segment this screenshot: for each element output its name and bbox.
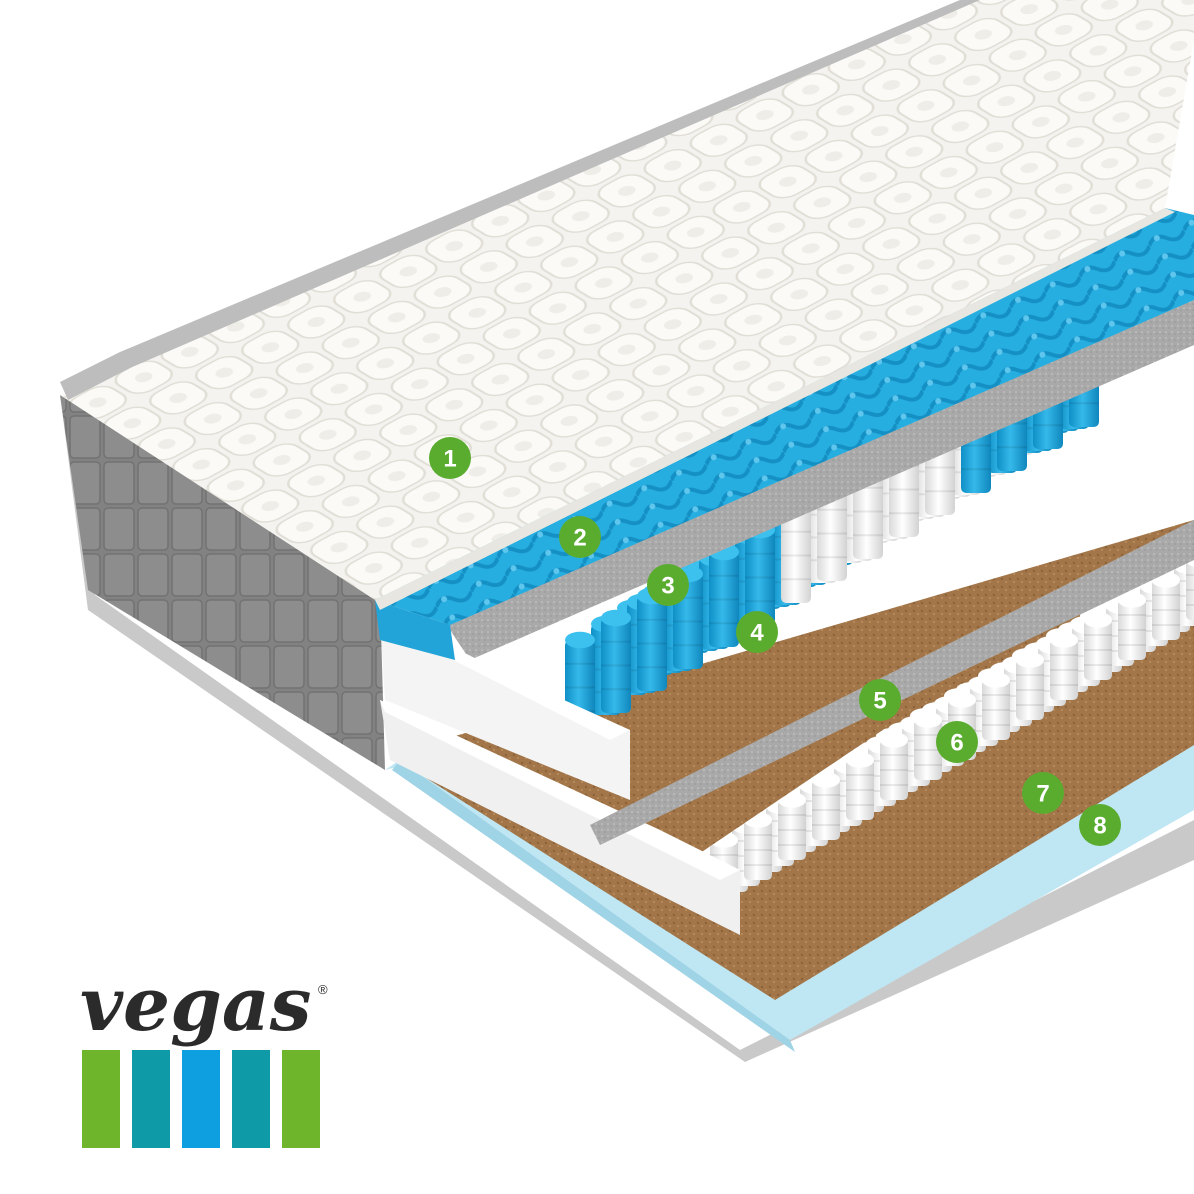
white-pocket-spring [880, 732, 908, 800]
white-pocket-spring [778, 792, 806, 860]
white-pocket-spring [1084, 612, 1112, 680]
white-pocket-spring [846, 752, 874, 820]
badge-number: 2 [573, 525, 586, 552]
layer-badge-2: 2 [559, 516, 601, 558]
mattress-side-shade [60, 395, 385, 770]
layer-badge-6: 6 [936, 721, 978, 763]
blue-pocket-spring [709, 543, 739, 647]
white-pocket-spring [1152, 572, 1180, 640]
base-layer-edge [392, 760, 795, 1052]
layer-badge-1: 1 [429, 437, 471, 479]
brand-name: vegas [80, 962, 311, 1048]
white-pocket-spring [744, 812, 772, 880]
mattress-side-panel [60, 395, 385, 770]
badge-circle [736, 611, 778, 653]
blue-pocket-spring [601, 609, 631, 713]
logo-bar [232, 1050, 270, 1148]
white-pocket-spring [1118, 592, 1146, 660]
white-pocket-spring [914, 712, 942, 780]
layer-badge-5: 5 [859, 679, 901, 721]
badge-circle [429, 437, 471, 479]
badge-circle [936, 721, 978, 763]
badge-number: 6 [950, 730, 963, 757]
badge-number: 5 [873, 688, 886, 715]
logo-bar [82, 1050, 120, 1148]
layer-badge-4: 4 [736, 611, 778, 653]
cover-cut-edge [375, 208, 1175, 610]
middle-felt-layer [590, 520, 1194, 845]
registered-mark: ® [318, 982, 328, 997]
layer-badge-8: 8 [1079, 804, 1121, 846]
logo-bar [182, 1050, 220, 1148]
white-pocket-spring [1050, 632, 1078, 700]
vegas-logo: vegas ® [80, 962, 328, 1148]
badge-number: 8 [1093, 813, 1106, 840]
badge-number: 3 [661, 573, 674, 600]
lower-foam-edge [380, 700, 740, 935]
quilted-top-cover [60, 0, 1194, 600]
top-felt-layer [430, 300, 1194, 660]
layer-badge-7: 7 [1022, 772, 1064, 814]
badge-circle [1079, 804, 1121, 846]
logo-bar [132, 1050, 170, 1148]
badge-number: 4 [750, 620, 764, 647]
badge-number: 7 [1036, 781, 1049, 808]
badge-circle [647, 564, 689, 606]
logo-bar [282, 1050, 320, 1148]
upper-foam-edge [380, 620, 630, 800]
badge-circle [859, 679, 901, 721]
badge-number: 1 [443, 446, 456, 473]
lower-foam-edge-top [380, 700, 740, 880]
white-pocket-spring [1016, 652, 1044, 720]
profiled-foam-front [375, 600, 455, 660]
layer-badge-3: 3 [647, 564, 689, 606]
badge-circle [1022, 772, 1064, 814]
badge-circle [559, 516, 601, 558]
white-pocket-spring [982, 672, 1010, 740]
white-pocket-spring [812, 772, 840, 840]
